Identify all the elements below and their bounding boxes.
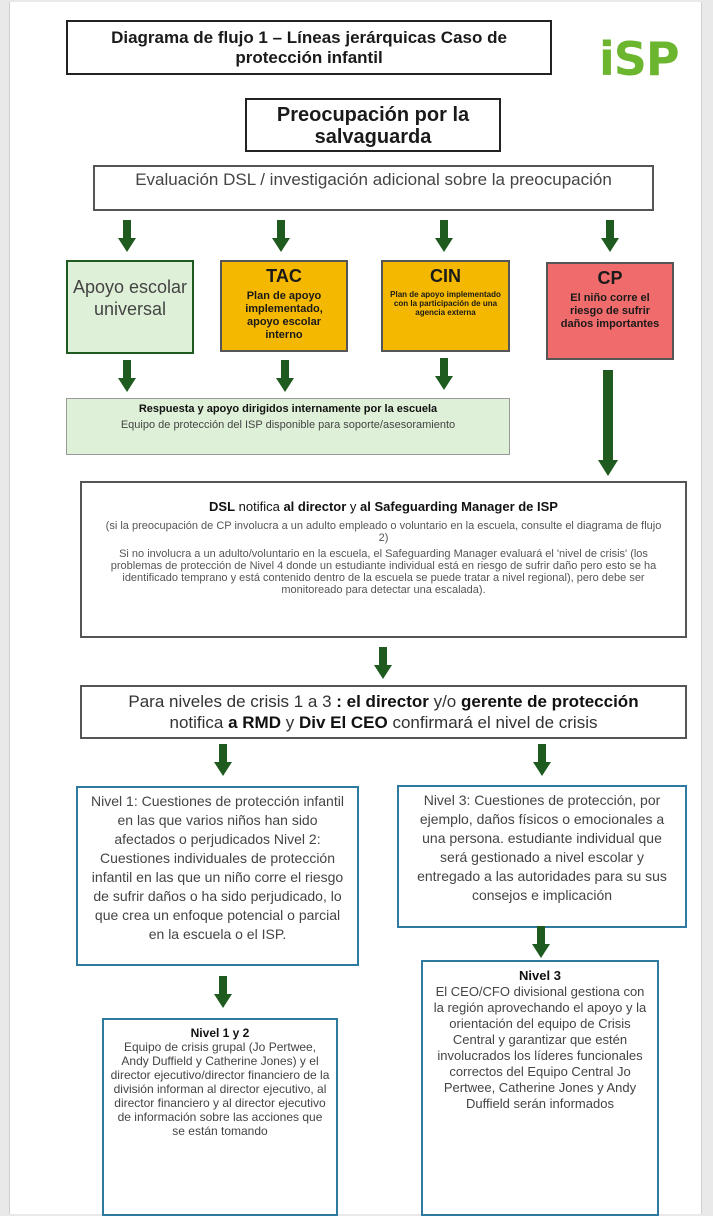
level-1-2-text: Equipo de crisis grupal (Jo Pertwee, And… xyxy=(110,1040,330,1138)
crisis-text-g: y xyxy=(280,713,299,732)
level-1-2-description-box: Nivel 1: Cuestiones de protección infant… xyxy=(76,786,359,966)
cin-text: Plan de apoyo implementado con la partic… xyxy=(390,290,501,317)
dsl-paragraph-2: Si no involucra a un adulto/voluntario e… xyxy=(110,548,657,596)
diagram-title: Diagrama de flujo 1 – Líneas jerárquicas… xyxy=(66,20,552,75)
level-1-2-action-box: Nivel 1 y 2 Equipo de crisis grupal (Jo … xyxy=(102,1018,338,1216)
internal-response-title: Respuesta y apoyo dirigidos internamente… xyxy=(138,403,438,415)
crisis-text-i: confirmará el nivel de crisis xyxy=(387,713,598,732)
down-arrow-icon xyxy=(374,647,392,681)
crisis-text-h: Div El CEO xyxy=(298,713,388,732)
internal-response-note: Equipo de protección del ISP disponible … xyxy=(120,419,456,431)
dsl-notify-text: notifica xyxy=(235,499,284,514)
cin-box: CIN Plan de apoyo implementado con la pa… xyxy=(381,260,510,352)
cp-code: CP xyxy=(597,268,623,288)
level-1-2-title: Nivel 1 y 2 xyxy=(190,1026,250,1040)
down-arrow-icon xyxy=(601,220,619,254)
document-page: Diagrama de flujo 1 – Líneas jerárquicas… xyxy=(9,2,702,1216)
cp-box: CP El niño corre el riesgo de sufrir dañ… xyxy=(546,262,674,360)
down-arrow-icon xyxy=(533,744,551,778)
crisis-text-c: y/o xyxy=(428,692,461,711)
level-3-description-box: Nivel 3: Cuestiones de protección, por e… xyxy=(397,785,687,928)
down-arrow-icon xyxy=(118,220,136,254)
down-arrow-icon xyxy=(276,360,294,394)
isp-logo: iSP xyxy=(599,32,680,86)
crisis-text-f: a RMD xyxy=(228,713,281,732)
down-arrow-icon xyxy=(435,358,453,392)
down-arrow-icon xyxy=(214,976,232,1010)
safeguarding-concern-box: Preocupación por la salvaguarda xyxy=(245,98,501,152)
crisis-text-b: : el director xyxy=(331,692,429,711)
tac-box: TAC Plan de apoyo implementado, apoyo es… xyxy=(220,260,348,352)
tac-text: Plan de apoyo implementado, apoyo escola… xyxy=(245,290,323,341)
dsl-evaluation-box: Evaluación DSL / investigación adicional… xyxy=(93,165,654,211)
dsl-notification-box: DSL notifica al director y al Safeguardi… xyxy=(80,481,687,638)
down-arrow-icon xyxy=(532,926,550,960)
level-3-title: Nivel 3 xyxy=(519,968,561,983)
level-3-text: El CEO/CFO divisional gestiona con la re… xyxy=(433,984,647,1111)
dsl-label: DSL xyxy=(209,499,236,514)
crisis-text-a: Para niveles de crisis 1 a 3 xyxy=(128,692,332,711)
internal-response-box: Respuesta y apoyo dirigidos internamente… xyxy=(66,398,510,455)
crisis-text-d: gerente de protección xyxy=(460,692,639,711)
crisis-levels-box: Para niveles de crisis 1 a 3 : el direct… xyxy=(80,685,687,739)
down-arrow-icon xyxy=(214,744,232,778)
down-arrow-icon xyxy=(435,220,453,254)
dsl-and: y xyxy=(346,499,361,514)
tac-code: TAC xyxy=(266,266,302,286)
dsl-director: al director xyxy=(283,499,347,514)
cin-code: CIN xyxy=(430,266,461,286)
level-3-action-box: Nivel 3 El CEO/CFO divisional gestiona c… xyxy=(421,960,659,1216)
cp-text: El niño corre el riesgo de sufrir daños … xyxy=(560,292,660,330)
down-arrow-icon xyxy=(272,220,290,254)
crisis-text-e: notifica xyxy=(169,713,229,732)
down-arrow-icon xyxy=(118,360,136,394)
universal-support-box: Apoyo escolar universal xyxy=(66,260,194,354)
dsl-paragraph-1: (si la preocupación de CP involucra a un… xyxy=(105,520,662,544)
dsl-safeguarding-manager: al Safeguarding Manager de ISP xyxy=(360,499,558,514)
